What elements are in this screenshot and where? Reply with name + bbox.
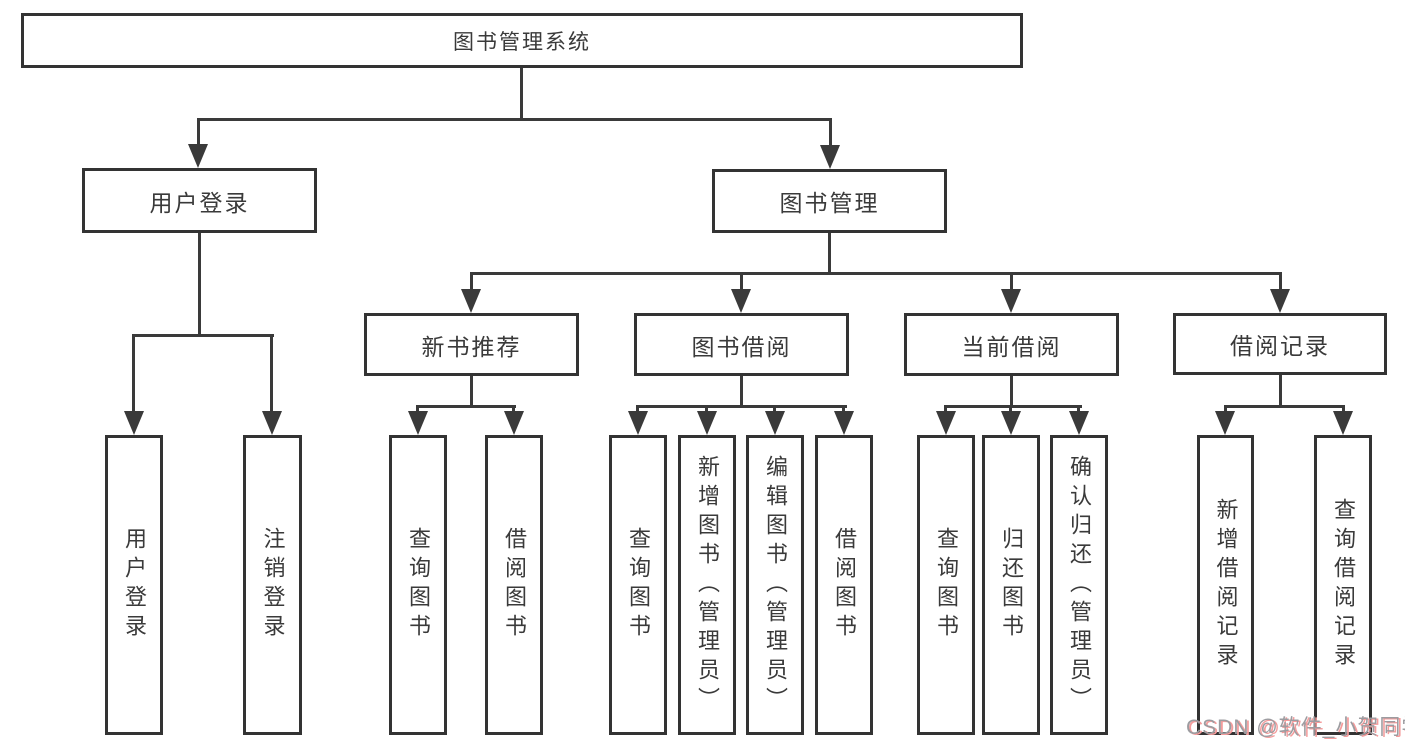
edge-user-login-leaf2-stub	[270, 334, 273, 414]
edge-root-to-user-login-stub	[197, 118, 200, 148]
leaf-borrow-query-book: 查询图书	[609, 435, 667, 735]
arrow-to-user-login	[188, 144, 208, 168]
node-new-book-recommend: 新书推荐	[364, 313, 579, 376]
leaf-recommend-query-book: 查询图书	[389, 435, 447, 735]
arrow-to-borrow-records	[1270, 289, 1290, 313]
leaf-logout: 注销登录	[243, 435, 302, 735]
leaf-label: 查询图书	[934, 527, 959, 643]
edge-current-borrow-leaf3-stub	[1077, 405, 1080, 414]
edge-book-borrow-leaf2-stub	[705, 405, 708, 414]
leaf-label: 查询借阅记录	[1331, 498, 1356, 672]
leaf-current-confirm-return-admin: 确认归还（管理员）	[1050, 435, 1108, 735]
leaf-label: 新增借阅记录	[1213, 498, 1239, 672]
arrow-to-current-confirm-return	[1069, 411, 1089, 435]
edge-book-borrow-hline	[637, 405, 847, 408]
edge-current-borrow-leaf2-stub	[1009, 405, 1012, 414]
edge-user-login-vline	[198, 233, 201, 337]
node-borrow-records: 借阅记录	[1173, 313, 1387, 375]
arrow-to-records-add-record	[1215, 411, 1235, 435]
node-library-management-system: 图书管理系统	[21, 13, 1023, 68]
node-book-borrow: 图书借阅	[634, 313, 849, 376]
leaf-label: 注销登录	[260, 527, 286, 643]
edge-to-current-borrow-stub	[1010, 272, 1013, 292]
edge-new-book-leaf2-stub	[512, 405, 515, 414]
node-label: 图书管理系统	[453, 30, 591, 54]
leaf-label: 确认归还（管理员）	[1067, 454, 1092, 716]
arrow-to-recommend-borrow-book	[504, 411, 524, 435]
arrow-to-book-management	[820, 145, 840, 169]
arrow-to-new-book-recommend	[461, 289, 481, 313]
leaf-user-login: 用户登录	[105, 435, 163, 735]
edge-root-vline	[520, 68, 523, 121]
node-label: 当前借阅	[961, 333, 1062, 360]
arrow-to-recommend-query-book	[408, 411, 428, 435]
arrow-to-current-borrow	[1001, 289, 1021, 313]
node-current-borrow: 当前借阅	[904, 313, 1119, 376]
arrow-to-borrow-add-book	[697, 411, 717, 435]
leaf-records-add-record: 新增借阅记录	[1197, 435, 1254, 735]
leaf-label: 编辑图书（管理员）	[763, 454, 788, 716]
node-label: 新书推荐	[421, 333, 522, 360]
leaf-borrow-add-book-admin: 新增图书（管理员）	[678, 435, 736, 735]
arrow-to-current-query-book	[936, 411, 956, 435]
arrow-to-borrow-query-book	[628, 411, 648, 435]
arrow-to-leaf-user-login	[124, 411, 144, 435]
edge-user-login-hline	[133, 334, 274, 337]
edge-borrow-records-hline	[1224, 405, 1345, 408]
arrow-to-borrow-borrow-book	[834, 411, 854, 435]
leaf-label: 借阅图书	[832, 527, 857, 643]
leaf-current-query-book: 查询图书	[917, 435, 975, 735]
leaf-label: 借阅图书	[502, 527, 527, 643]
edge-root-to-book-management-stub	[829, 118, 832, 148]
edge-to-new-book-stub	[470, 272, 473, 292]
node-label: 图书管理	[779, 190, 880, 216]
edge-current-borrow-hline	[945, 405, 1082, 408]
arrow-to-records-query-record	[1333, 411, 1353, 435]
edge-new-book-leaf1-stub	[416, 405, 419, 414]
edge-book-management-hline	[470, 272, 1282, 275]
arrow-to-borrow-edit-book	[765, 411, 785, 435]
edge-borrow-records-leaf2-stub	[1342, 405, 1345, 414]
edge-to-borrow-records-stub	[1279, 272, 1282, 292]
arrow-to-current-return-book	[1001, 411, 1021, 435]
edge-borrow-records-vline	[1279, 375, 1282, 408]
edge-book-borrow-leaf4-stub	[842, 405, 845, 414]
edge-new-book-vline	[470, 376, 473, 408]
leaf-borrow-borrow-book: 借阅图书	[815, 435, 873, 735]
node-book-management: 图书管理	[712, 169, 947, 233]
edge-new-book-hline	[417, 405, 516, 408]
leaf-label: 归还图书	[999, 527, 1024, 643]
arrow-to-book-borrow	[731, 289, 751, 313]
leaf-label: 查询图书	[406, 527, 431, 643]
edge-book-management-vline	[828, 233, 831, 274]
csdn-watermark: CSDN @软件_小贺同学	[1186, 716, 1405, 739]
node-user-login: 用户登录	[82, 168, 317, 233]
node-label: 用户登录	[149, 189, 250, 216]
edge-root-hline	[197, 118, 832, 121]
node-label: 借阅记录	[1230, 333, 1330, 359]
edge-current-borrow-leaf1-stub	[944, 405, 947, 414]
leaf-label: 用户登录	[122, 527, 147, 643]
edge-book-borrow-vline	[740, 376, 743, 408]
edge-to-book-borrow-stub	[740, 272, 743, 292]
leaf-borrow-edit-book-admin: 编辑图书（管理员）	[746, 435, 804, 735]
leaf-label: 查询图书	[626, 527, 651, 643]
edge-user-login-leaf1-stub	[132, 334, 135, 414]
leaf-label: 新增图书（管理员）	[695, 454, 720, 716]
edge-current-borrow-vline	[1010, 376, 1013, 408]
edge-borrow-records-leaf1-stub	[1224, 405, 1227, 414]
leaf-recommend-borrow-book: 借阅图书	[485, 435, 543, 735]
leaf-records-query-record: 查询借阅记录	[1314, 435, 1372, 735]
edge-book-borrow-leaf1-stub	[636, 405, 639, 414]
leaf-current-return-book: 归还图书	[982, 435, 1040, 735]
edge-book-borrow-leaf3-stub	[773, 405, 776, 414]
node-label: 图书借阅	[691, 333, 792, 360]
arrow-to-leaf-logout	[262, 411, 282, 435]
